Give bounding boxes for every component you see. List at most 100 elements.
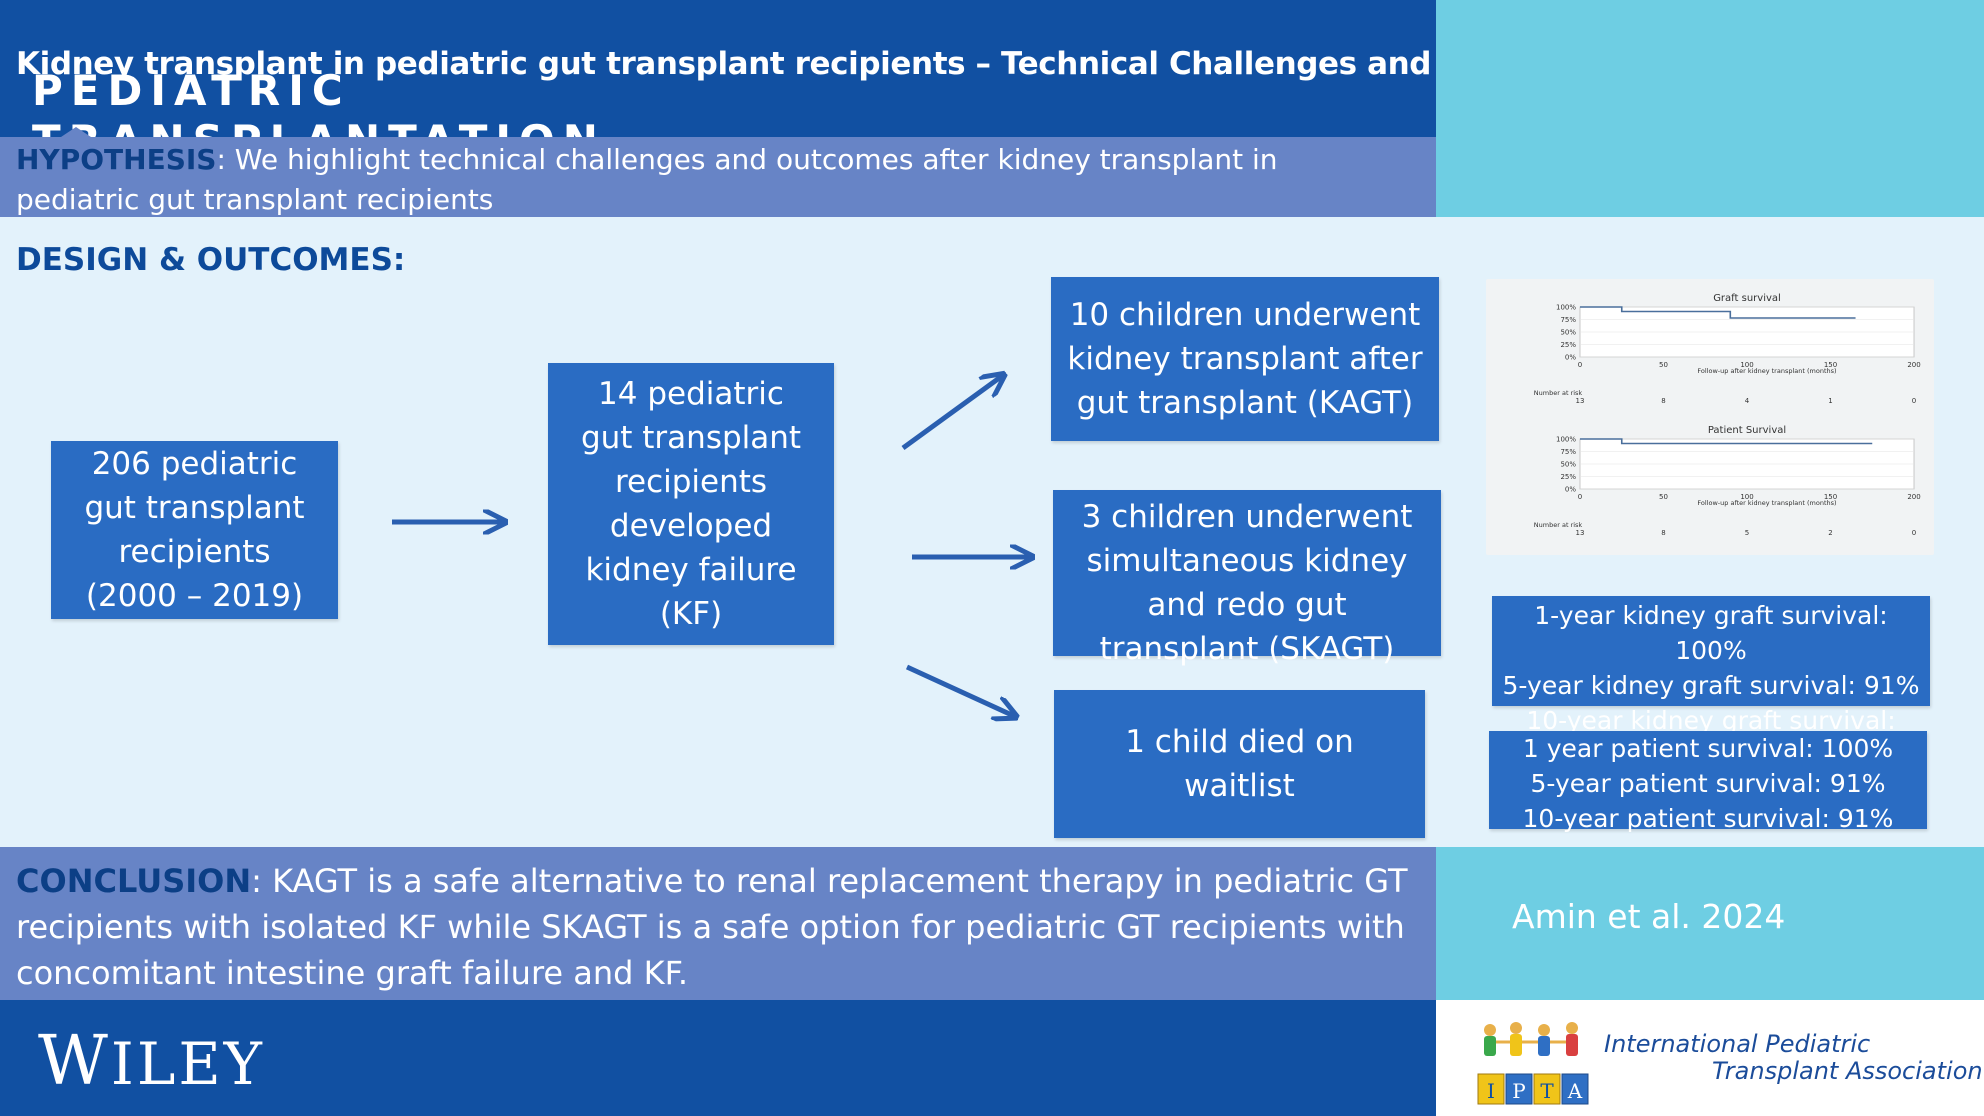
- km-risk-label: Number at risk: [1534, 389, 1583, 397]
- km-x-tick-label: 150: [1824, 493, 1837, 501]
- citation: Amin et al. 2024: [1512, 897, 1786, 936]
- flow-kf-line: 14 pediatric: [598, 376, 784, 412]
- flow-skagt-line: and redo gut: [1147, 587, 1347, 623]
- km-plot-title: Graft survival: [1713, 293, 1781, 304]
- flow-box-kagt: 10 children underwent kidney transplant …: [1051, 277, 1439, 441]
- km-risk-value: 1: [1828, 397, 1832, 405]
- conclusion-body: : KAGT is a safe alternative to renal re…: [16, 862, 1408, 992]
- km-x-tick-label: 100: [1740, 493, 1753, 501]
- hypothesis-band: [0, 137, 1436, 217]
- km-risk-value: 13: [1576, 397, 1585, 405]
- km-risk-value: 0: [1912, 397, 1916, 405]
- title-bar: [0, 0, 1436, 137]
- ipta-name-line2: Transplant Association: [1712, 1057, 1983, 1085]
- km-x-tick-label: 50: [1659, 493, 1668, 501]
- wiley-logo-rest: ILEY: [110, 1030, 265, 1098]
- journal-panel: [1436, 0, 1984, 220]
- km-risk-value: 8: [1661, 397, 1665, 405]
- km-x-tick-label: 0: [1578, 361, 1582, 369]
- flow-skagt-line: simultaneous kidney: [1086, 543, 1408, 579]
- wiley-logo: WILEY: [38, 1022, 265, 1101]
- km-x-tick-label: 150: [1824, 361, 1837, 369]
- km-x-tick-label: 50: [1659, 361, 1668, 369]
- flow-kagt-line: 10 children underwent: [1069, 297, 1421, 333]
- km-y-tick-label: 25%: [1560, 473, 1576, 481]
- flow-died-line: waitlist: [1184, 768, 1295, 804]
- ipta-name-line1: International Pediatric: [1604, 1030, 1871, 1058]
- km-risk-value: 2: [1828, 529, 1832, 537]
- conclusion-band: [0, 847, 1436, 1000]
- flow-skagt-line: 3 children underwent: [1081, 499, 1413, 535]
- ipta-logo-icon: I P T A: [1477, 1022, 1589, 1105]
- hypothesis-body: : We highlight technical challenges and …: [16, 143, 1278, 216]
- flow-kagt-line: gut transplant (KAGT): [1076, 385, 1414, 421]
- ipta-letter: P: [1512, 1079, 1525, 1103]
- km-x-tick-label: 200: [1907, 493, 1920, 501]
- km-risk-value: 0: [1912, 529, 1916, 537]
- flow-start-line: 206 pediatric: [91, 446, 298, 482]
- km-y-tick-label: 0%: [1565, 486, 1576, 494]
- hypothesis-text: HYPOTHESIS: We highlight technical chall…: [16, 140, 1396, 220]
- flow-kf-line: developed: [609, 508, 773, 544]
- flow-start-line: recipients: [118, 534, 271, 570]
- km-x-tick-label: 200: [1907, 361, 1920, 369]
- arrow-kf-to-kagt: [901, 376, 1002, 451]
- patient-stat-line: 1 year patient survival: 100%: [1522, 734, 1894, 763]
- flow-skagt-line: transplant (SKAGT): [1099, 631, 1395, 667]
- design-suffix: :: [392, 242, 406, 278]
- km-y-tick-label: 100%: [1556, 304, 1576, 312]
- design-label: DESIGN & OUTCOMES: [16, 242, 393, 278]
- km-y-tick-label: 75%: [1560, 316, 1576, 324]
- flow-start-line: gut transplant: [84, 490, 305, 526]
- flow-kf-line: gut transplant: [580, 420, 802, 456]
- km-risk-value: 13: [1576, 529, 1585, 537]
- graft-survival-box: 1-year kidney graft survival: 100% 5-yea…: [1492, 596, 1930, 770]
- ipta-letter: I: [1487, 1079, 1495, 1103]
- design-outcomes-heading: DESIGN & OUTCOMES:: [16, 242, 405, 278]
- km-survival-curve: [1580, 438, 1873, 445]
- ipta-letter: T: [1540, 1079, 1554, 1103]
- citation-panel: [1436, 847, 1984, 1000]
- km-y-tick-label: 25%: [1560, 341, 1576, 349]
- km-y-tick-label: 0%: [1565, 354, 1576, 362]
- journal-name-line1: PEDIATRIC: [32, 66, 351, 115]
- km-x-tick-label: 0: [1578, 493, 1582, 501]
- conclusion-label: CONCLUSION: [16, 862, 252, 900]
- km-y-tick-label: 100%: [1556, 436, 1576, 444]
- graft-stat-line: 5-year kidney graft survival: 91%: [1502, 671, 1920, 700]
- km-risk-value: 8: [1661, 529, 1665, 537]
- km-x-axis-label: Follow-up after kidney transplant (month…: [1697, 499, 1836, 507]
- page-title: Kidney transplant in pediatric gut trans…: [16, 46, 1613, 82]
- flow-box-kidney-failure: 14 pediatric gut transplant recipients d…: [548, 363, 834, 645]
- km-y-tick-label: 75%: [1560, 448, 1576, 456]
- km-y-tick-label: 50%: [1560, 329, 1576, 337]
- wiley-logo-first: W: [38, 1022, 111, 1101]
- patient-stat-line: 10-year patient survival: 91%: [1522, 804, 1894, 833]
- km-y-tick-label: 50%: [1560, 461, 1576, 469]
- ipta-letter: A: [1567, 1079, 1583, 1103]
- km-risk-value: 4: [1745, 397, 1750, 405]
- flow-start-line: (2000 – 2019): [85, 578, 304, 614]
- km-risk-label: Number at risk: [1534, 521, 1583, 529]
- flow-died-line: 1 child died on: [1125, 724, 1354, 760]
- footer-publisher-bar: [0, 1000, 1436, 1116]
- km-x-tick-label: 100: [1740, 361, 1753, 369]
- patient-stat-line: 5-year patient survival: 91%: [1530, 769, 1886, 798]
- km-survival-curve: [1580, 306, 1856, 319]
- flow-kf-line: recipients: [614, 464, 768, 500]
- flow-box-skagt: 3 children underwent simultaneous kidney…: [1053, 490, 1441, 667]
- arrow-kf-to-died: [905, 664, 1014, 716]
- graft-stat-line: 1-year kidney graft survival: 100%: [1534, 601, 1888, 665]
- hypothesis-label: HYPOTHESIS: [16, 143, 217, 176]
- flow-kf-line: kidney failure: [585, 552, 797, 588]
- flow-box-died: 1 child died on waitlist: [1054, 690, 1425, 838]
- flow-kagt-line: kidney transplant after: [1067, 341, 1423, 377]
- conclusion-text: CONCLUSION: KAGT is a safe alternative t…: [16, 858, 1416, 996]
- flow-kf-line: (KF): [659, 596, 723, 632]
- km-x-axis-label: Follow-up after kidney transplant (month…: [1697, 367, 1836, 375]
- patient-survival-box: 1 year patient survival: 100% 5-year pat…: [1489, 731, 1927, 833]
- hypothesis-pointer-top: [58, 127, 94, 139]
- km-risk-value: 5: [1745, 529, 1749, 537]
